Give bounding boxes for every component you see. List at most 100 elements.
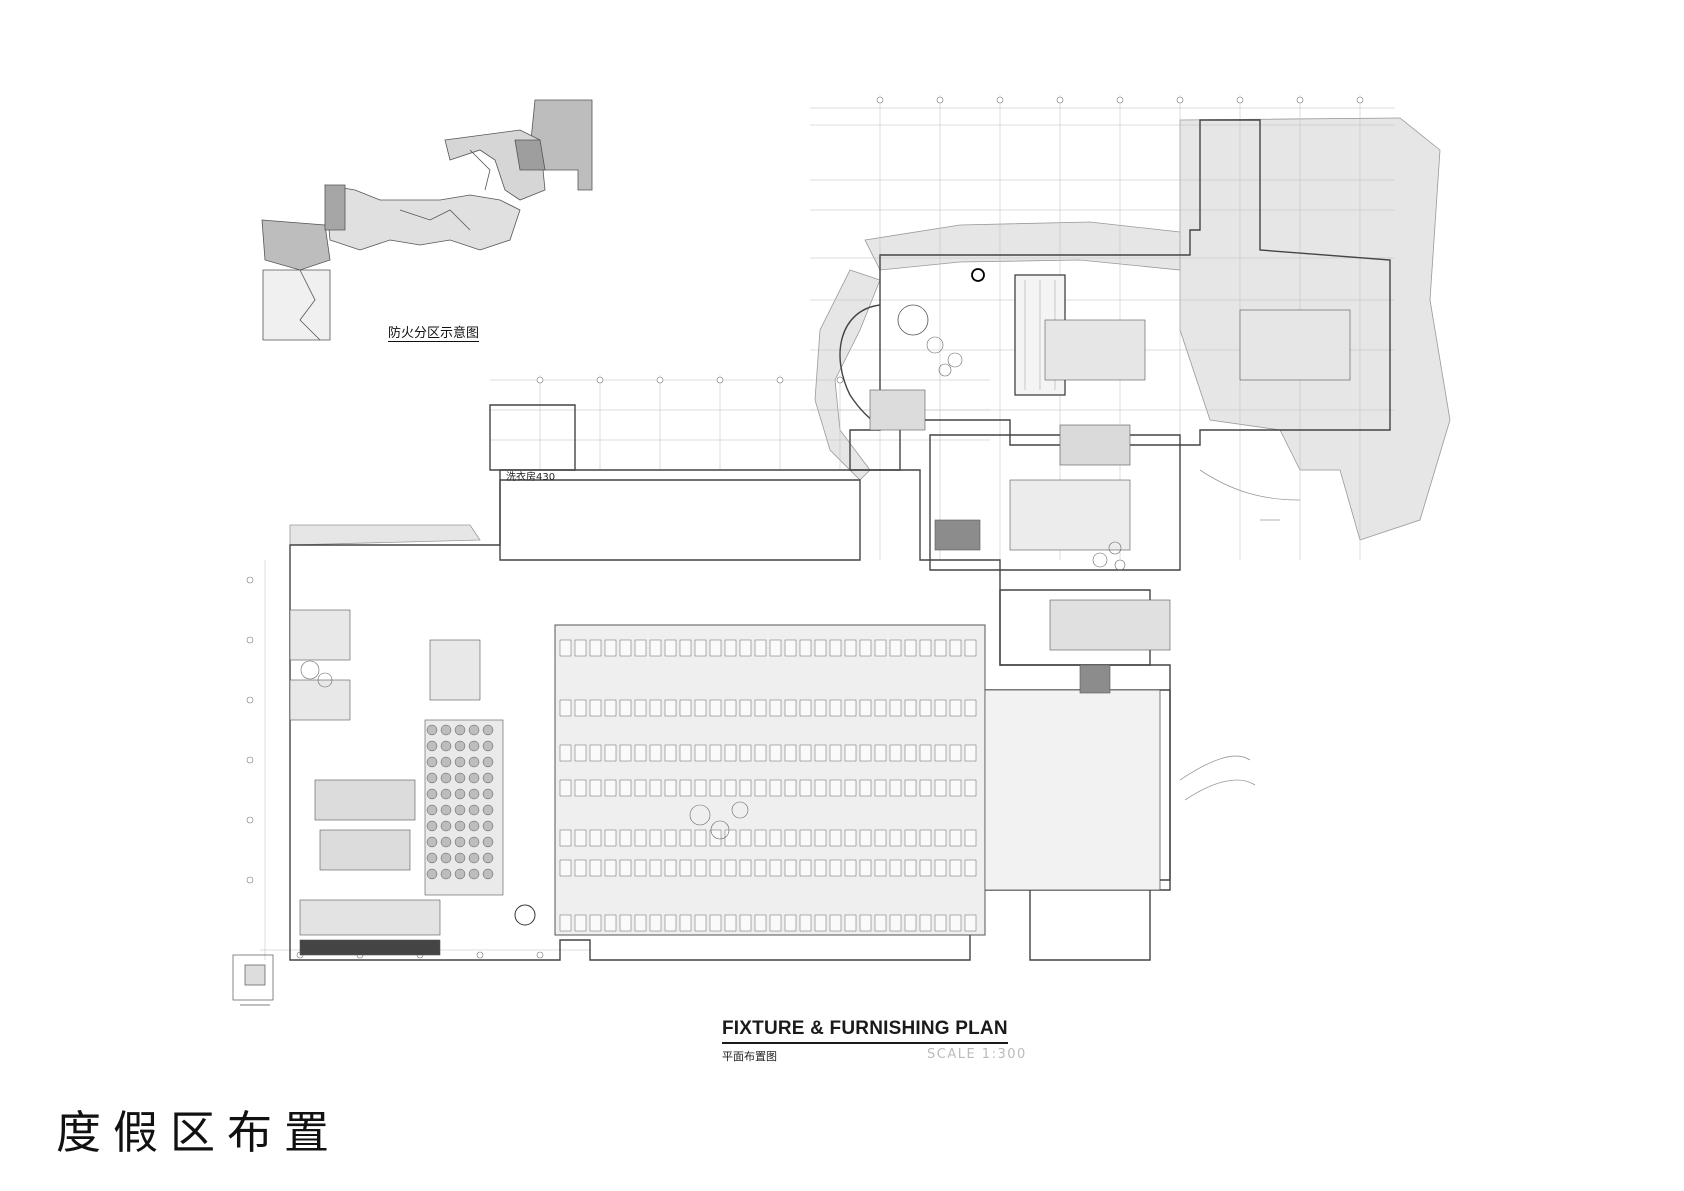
parking-stall xyxy=(964,699,977,717)
round-table xyxy=(482,788,494,800)
parking-stall xyxy=(604,914,617,932)
round-table xyxy=(454,868,466,880)
fire-zone-boundary xyxy=(469,149,491,191)
parking-stall xyxy=(769,829,782,847)
parking-stall xyxy=(949,914,962,932)
parking-stall xyxy=(649,914,662,932)
parking-stall xyxy=(859,914,872,932)
parking-stall xyxy=(754,779,767,797)
parking-stall xyxy=(799,639,812,657)
parking-stall xyxy=(604,829,617,847)
fire-zone-block xyxy=(261,219,331,271)
plan-title: FIXTURE & FURNISHING PLAN xyxy=(722,1018,1008,1044)
parking-stall xyxy=(589,914,602,932)
parking-stall xyxy=(949,699,962,717)
parking-stall xyxy=(889,639,902,657)
parking-stall xyxy=(829,779,842,797)
round-table xyxy=(454,740,466,752)
parking-stall xyxy=(709,779,722,797)
parking-stall xyxy=(784,859,797,877)
parking-stall xyxy=(964,829,977,847)
round-table xyxy=(468,724,480,736)
parking-stall xyxy=(934,744,947,762)
parking-stall xyxy=(694,914,707,932)
parking-stall xyxy=(799,744,812,762)
parking-stall xyxy=(934,914,947,932)
banquet-tables xyxy=(426,724,494,880)
parking-stall xyxy=(904,744,917,762)
parking-stall xyxy=(904,914,917,932)
parking-stall xyxy=(799,779,812,797)
parking-stall xyxy=(664,859,677,877)
parking-stall xyxy=(874,914,887,932)
parking-stall xyxy=(574,639,587,657)
fire-zone-boundary xyxy=(399,209,471,231)
parking-stall xyxy=(859,639,872,657)
parking-stall xyxy=(904,779,917,797)
round-table xyxy=(482,852,494,864)
parking-stall xyxy=(694,779,707,797)
parking-stall xyxy=(754,829,767,847)
parking-stall xyxy=(709,859,722,877)
parking-stall xyxy=(724,914,737,932)
parking-stall xyxy=(559,914,572,932)
parking-stall xyxy=(949,859,962,877)
parking-stall xyxy=(769,779,782,797)
pool-deck-curve xyxy=(839,304,881,426)
wall-outline xyxy=(489,404,576,471)
parking-stall xyxy=(874,779,887,797)
parking-stall xyxy=(739,699,752,717)
parking-stall xyxy=(919,744,932,762)
pool xyxy=(897,268,1066,396)
parking-stall xyxy=(604,744,617,762)
parking-stall xyxy=(904,639,917,657)
parking-stall xyxy=(739,859,752,877)
parking-stall xyxy=(844,699,857,717)
parking-stall xyxy=(694,699,707,717)
parking-stall xyxy=(799,699,812,717)
parking-stall xyxy=(949,829,962,847)
parking-stall xyxy=(649,639,662,657)
round-table xyxy=(440,724,452,736)
parking-stall xyxy=(574,859,587,877)
round-table xyxy=(426,740,438,752)
round-table xyxy=(482,772,494,784)
round-table xyxy=(454,804,466,816)
round-table xyxy=(440,756,452,768)
round-table xyxy=(426,820,438,832)
parking-stall xyxy=(784,639,797,657)
parking-stall xyxy=(649,779,662,797)
plan-subtitle: 平面布置图 xyxy=(722,1050,777,1063)
parking-stall xyxy=(934,829,947,847)
round-table xyxy=(482,724,494,736)
parking-stall xyxy=(859,779,872,797)
parking-stall xyxy=(679,744,692,762)
parking-stall xyxy=(559,859,572,877)
parking-stall xyxy=(889,859,902,877)
parking-stall xyxy=(634,744,647,762)
parking-stall xyxy=(844,859,857,877)
parking-stall xyxy=(964,914,977,932)
round-table xyxy=(440,740,452,752)
parking-stall xyxy=(799,829,812,847)
parking-stall xyxy=(559,639,572,657)
round-table xyxy=(426,836,438,848)
parking-stall xyxy=(724,829,737,847)
round-table xyxy=(426,756,438,768)
parking-stall xyxy=(679,699,692,717)
parking-stall xyxy=(739,744,752,762)
parking-stall xyxy=(679,639,692,657)
parking-stall xyxy=(679,914,692,932)
parking-stall xyxy=(814,779,827,797)
parking-stall xyxy=(634,829,647,847)
parking-stall xyxy=(619,829,632,847)
parking-stall xyxy=(709,639,722,657)
parking-stall xyxy=(694,639,707,657)
parking-stall xyxy=(574,699,587,717)
parking-stall xyxy=(724,779,737,797)
round-table xyxy=(440,804,452,816)
parking-stall xyxy=(649,829,662,847)
parking-stall xyxy=(574,914,587,932)
wall-outline xyxy=(499,479,861,561)
